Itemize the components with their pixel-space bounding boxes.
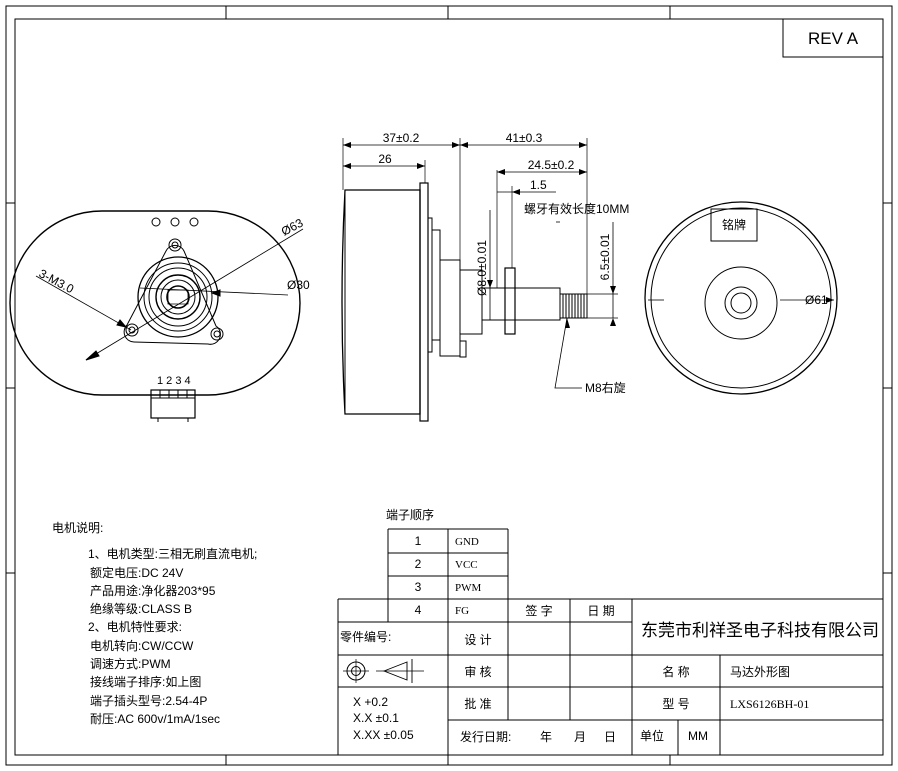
terminal-num: 4	[415, 603, 422, 617]
note-line: 耐压:AC 600v/1mA/1sec	[90, 711, 221, 726]
front-pin-numbers: 1 2 3 4	[157, 375, 191, 387]
revision-label: REV A	[808, 29, 859, 48]
issue-year: 年	[540, 730, 552, 744]
note-line: 2、电机特性要求:	[88, 620, 183, 635]
note-line: 绝缘等级:CLASS B	[90, 602, 193, 617]
note-line: 接线端子排序:如上图	[90, 675, 202, 690]
dim-shaft-length: 41±0.3	[506, 131, 543, 145]
tolerance-1: X +0.2	[353, 695, 388, 709]
terminal-table-title: 端子顺序	[386, 507, 434, 522]
terminal-signal: PWM	[455, 582, 482, 594]
drawing-frame	[5, 5, 893, 766]
note-line: 端子插头型号:2.54-4P	[90, 693, 208, 708]
model-label: 型 号	[662, 697, 689, 711]
terminal-signal: FG	[455, 605, 469, 617]
review-label: 审 核	[464, 664, 491, 679]
approve-label: 批 准	[464, 696, 491, 711]
unit-label: 单位	[640, 728, 664, 743]
date-header: 日 期	[587, 604, 614, 618]
name-value: 马达外形图	[730, 665, 790, 679]
issue-month: 月	[574, 730, 586, 744]
terminal-row: 1 GND	[415, 534, 479, 548]
thread-length-note: 螺牙有效长度10MM	[524, 201, 629, 216]
revision-box: REV A	[782, 18, 884, 58]
notes-title: 电机说明:	[52, 521, 104, 535]
design-label: 设 计	[464, 633, 491, 647]
side-view	[341, 138, 618, 422]
side-view-arrows	[343, 142, 616, 328]
front-dia-inner: Ø30	[287, 278, 310, 292]
dim-flat: 6.5±0.01	[598, 233, 612, 280]
terminal-num: 1	[415, 534, 422, 548]
note-line: 1、电机类型:三相无刷直流电机;	[88, 547, 258, 562]
terminal-row: 3 PWM	[415, 580, 482, 594]
dim-overall: 37±0.2	[383, 131, 420, 145]
note-line: 电机转向:CW/CCW	[90, 638, 194, 653]
terminal-row: 2 VCC	[415, 557, 478, 571]
unit-value: MM	[688, 729, 708, 743]
issue-day: 日	[604, 730, 616, 744]
note-line: 产品用途:净化器203*95	[90, 583, 216, 598]
tolerance-3: X.XX ±0.05	[353, 728, 414, 742]
motor-notes: 电机说明: 1、电机类型:三相无刷直流电机; 额定电压:DC 24V 产品用途:…	[52, 519, 257, 728]
sign-header: 签 字	[525, 603, 552, 618]
part-number-label: 零件编号:	[340, 629, 391, 644]
terminal-num: 3	[415, 580, 422, 594]
dim-body: 26	[378, 152, 392, 166]
terminal-signal: VCC	[455, 559, 478, 571]
note-line: 调速方式:PWM	[90, 657, 171, 672]
terminal-signal: GND	[455, 536, 479, 548]
thread-spec: M8右旋	[585, 380, 626, 395]
dim-shaft-diameter: Ø8.0±0.01	[475, 240, 489, 296]
front-mount-holes: 3-M3.0	[37, 266, 77, 296]
rear-dia: Ø61	[805, 293, 828, 307]
terminal-row: 4 FG	[415, 603, 469, 617]
name-label: 名 称	[662, 664, 689, 679]
dim-step: 1.5	[530, 178, 547, 192]
front-view	[9, 210, 304, 422]
company-name: 东莞市利祥圣电子科技有限公司	[641, 621, 879, 640]
note-line: 额定电压:DC 24V	[90, 565, 184, 580]
nameplate-label: 铭牌	[722, 217, 746, 232]
title-block	[337, 598, 883, 755]
rear-view	[644, 201, 838, 395]
terminal-num: 2	[415, 557, 422, 571]
dim-thread-length: 24.5±0.2	[528, 158, 575, 172]
issue-date-label: 发行日期:	[460, 729, 511, 744]
model-value: LXS6126BH-01	[730, 697, 809, 711]
tolerance-2: X.X ±0.1	[353, 711, 399, 725]
